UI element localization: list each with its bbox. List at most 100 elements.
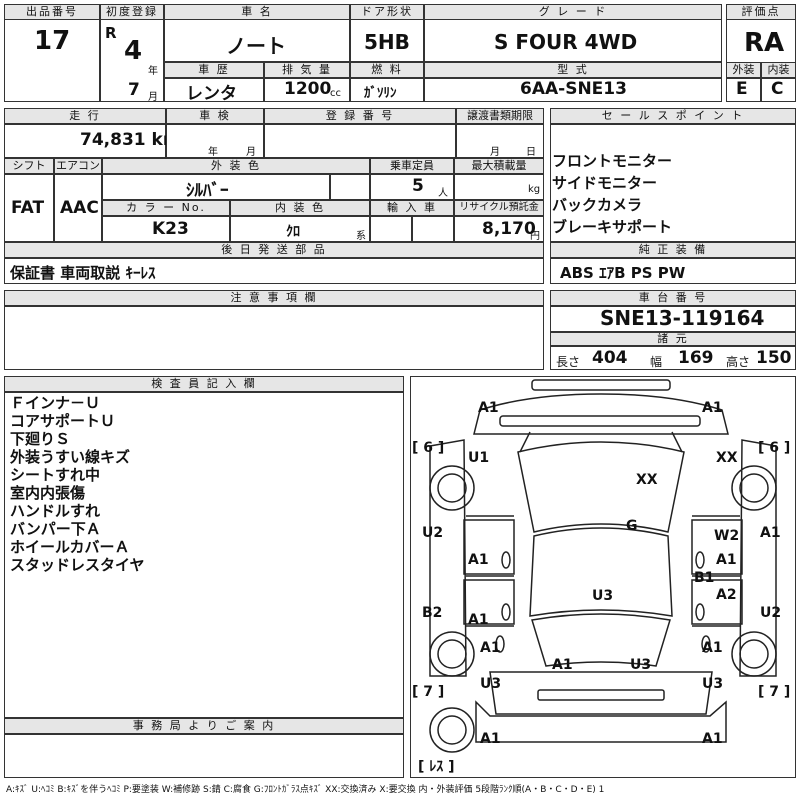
- intcolor-cell: [230, 216, 370, 242]
- recycle-unit: 円: [530, 231, 540, 242]
- inspector-note: 室内内張傷: [10, 484, 86, 502]
- damage-mark: U3: [702, 676, 724, 692]
- sales-point: サイドモニター: [552, 174, 658, 192]
- seats-label: 乗車定員: [370, 158, 454, 174]
- car-diagram: [429, 379, 777, 753]
- import-label: 輸 入 車: [370, 200, 454, 216]
- intcolor-value: ｸﾛ: [286, 224, 300, 240]
- inspector-note: シートすれ中: [10, 466, 101, 484]
- colorno-label: カ ラ ー No.: [102, 200, 230, 216]
- colorno-cell: [102, 216, 230, 242]
- damage-mark: XX: [716, 450, 738, 466]
- lot-cell: [4, 4, 100, 102]
- damage-mark: U2: [760, 605, 782, 621]
- cc-cell: [264, 78, 350, 102]
- cc-label: 排 気 量: [264, 62, 350, 78]
- tire-depth-rear-left: [ 7 ]: [412, 684, 445, 700]
- load-label: 最大積載量: [454, 158, 544, 174]
- dim-height: 150: [756, 348, 792, 368]
- damage-mark: A1: [702, 731, 723, 747]
- car-diagram-frame: [410, 376, 796, 778]
- intcolor-label: 内 装 色: [230, 200, 370, 216]
- sales-point: バックカメラ: [552, 196, 643, 214]
- import-cell-extra: [412, 216, 454, 242]
- ac-value: AAC: [60, 198, 99, 218]
- regno-label: 登 録 番 号: [264, 108, 456, 124]
- damage-mark: A1: [702, 400, 723, 416]
- tire-depth-front-right: [ 6 ]: [758, 440, 791, 456]
- inspector-note: ハンドルすれ: [10, 502, 101, 520]
- damage-mark: W2: [714, 528, 740, 544]
- ac-cell: [54, 174, 102, 242]
- dim-width-label: 幅: [650, 355, 663, 369]
- reg-year: 4: [124, 36, 143, 66]
- ext-cell: [726, 78, 761, 102]
- inspector-label: 検 査 員 記 入 欄: [4, 376, 404, 392]
- model-value: 6AA-SNE13: [520, 79, 627, 99]
- tire-depth-rear-right: [ 7 ]: [758, 684, 791, 700]
- office-label: 事 務 局 よ り ご 案 内: [4, 718, 404, 734]
- damage-mark: B1: [694, 570, 715, 586]
- sales-point: ブレーキサポート: [552, 218, 673, 236]
- sales-cell: [550, 124, 796, 242]
- damage-mark: B2: [422, 605, 443, 621]
- inspector-note: ホイールカバーＡ: [10, 538, 130, 556]
- seats-unit: 人: [438, 188, 448, 199]
- dim-length-label: 長さ: [556, 355, 581, 369]
- inspection-month-unit: 月: [246, 147, 256, 158]
- history-cell: [164, 78, 264, 102]
- rear-bumper: [489, 671, 713, 715]
- spare-wheel: [429, 707, 475, 753]
- front-bumper: [473, 393, 729, 435]
- tire-depth-front-left: [ 6 ]: [412, 440, 445, 456]
- transfer-month-unit: 月: [490, 147, 500, 158]
- later-label: 後 日 発 送 部 品: [4, 242, 544, 258]
- shift-cell: [4, 174, 54, 242]
- grade-label: グ レ ー ド: [424, 4, 722, 20]
- left-body: [429, 439, 467, 677]
- wheel-front-left: [429, 465, 475, 511]
- transfer-cell: [456, 124, 544, 158]
- ext-grade: E: [736, 79, 748, 99]
- cc-unit: cc: [330, 88, 341, 99]
- inspector-note: Ｆインナ－Ｕ: [10, 394, 101, 412]
- fuel-label: 燃 料: [350, 62, 424, 78]
- door-label: ドア形状: [350, 4, 424, 20]
- rear-top-bar: [537, 689, 665, 701]
- transfer-label: 譲渡書類期限: [456, 108, 544, 124]
- intcolor-unit: 系: [356, 231, 366, 242]
- seats-cell: [370, 174, 454, 200]
- ac-label: エアコン: [54, 158, 102, 174]
- reg-month-unit: 月: [148, 92, 158, 103]
- mileage-cell: [4, 124, 166, 158]
- inspection-cell: [166, 124, 264, 158]
- caution-label: 注 意 事 項 欄: [4, 290, 544, 306]
- damage-mark: A1: [716, 552, 737, 568]
- mileage-value: 74,831 km: [80, 130, 181, 150]
- fuel-value: ｶﾞｿﾘﾝ: [364, 86, 397, 101]
- int-cell: [761, 78, 796, 102]
- lot-label: 出品番号: [4, 4, 100, 20]
- caution-cell: [4, 306, 544, 370]
- damage-mark: A1: [480, 640, 501, 656]
- history-label: 車 歴: [164, 62, 264, 78]
- damage-mark: U1: [468, 450, 490, 466]
- color-cell: [102, 174, 330, 200]
- score-value: RA: [744, 28, 785, 58]
- lot-number: 17: [34, 26, 71, 56]
- wheel-rear-right: [731, 631, 777, 677]
- dim-width: 169: [678, 348, 714, 368]
- reg-year-unit: 年: [148, 66, 158, 77]
- front-top-bar: [531, 379, 671, 391]
- shift-value: FAT: [11, 198, 45, 218]
- damage-mark: A1: [468, 612, 489, 628]
- damage-mark: A1: [702, 640, 723, 656]
- equip-cell: [550, 258, 796, 284]
- sales-label: セ ー ル ス ポ イ ン ト: [550, 108, 796, 124]
- grade-value: S FOUR 4WD: [494, 30, 638, 54]
- damage-mark: U3: [480, 676, 502, 692]
- damage-mark: A2: [716, 587, 737, 603]
- office-cell: [4, 734, 404, 778]
- door-type: 5HB: [364, 30, 410, 54]
- wheel-front-right: [731, 465, 777, 511]
